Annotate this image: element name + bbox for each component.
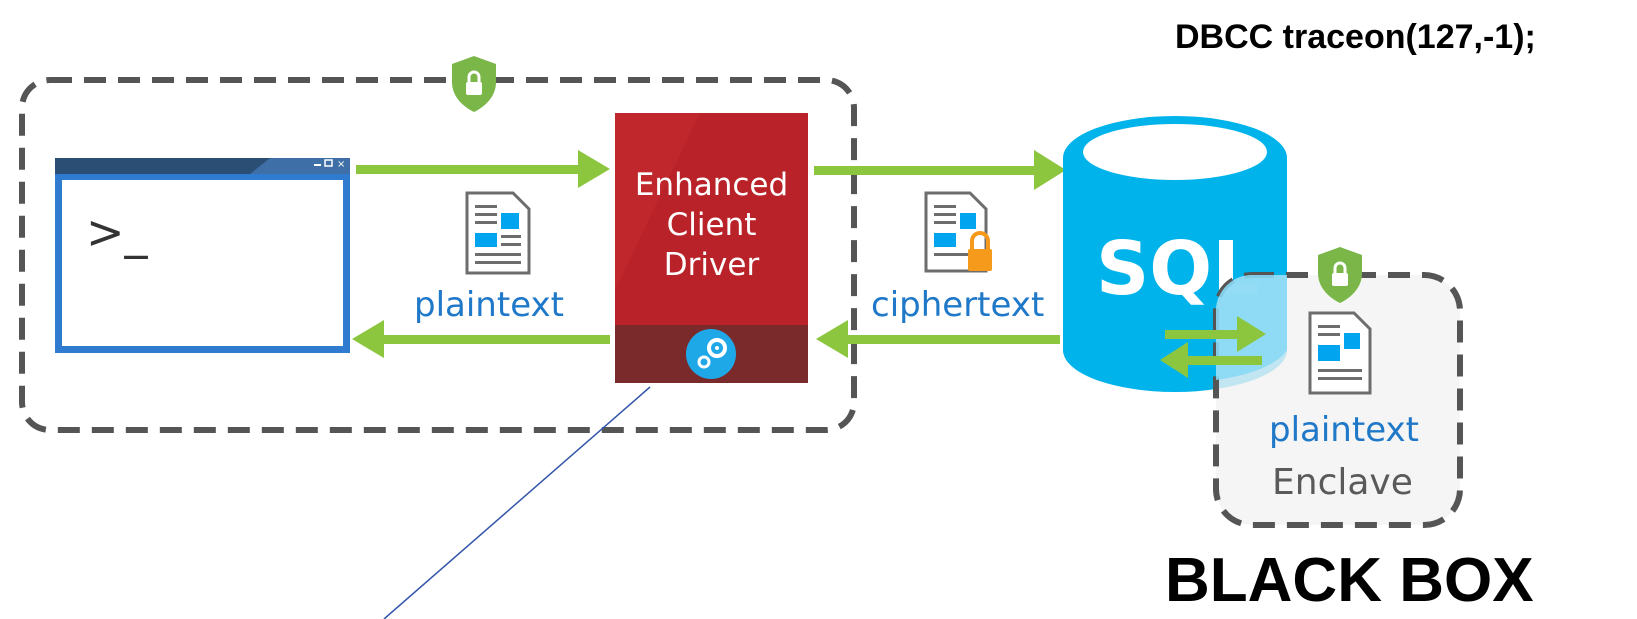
- terminal-window-icon: ×: [55, 158, 350, 353]
- driver-label-line3: Driver: [663, 247, 760, 283]
- driver-label: Enhanced Client Driver: [615, 165, 808, 285]
- shield-lock-icon: [452, 56, 496, 112]
- arrow-driver-to-client: [352, 320, 610, 358]
- gears-icon: [686, 329, 736, 379]
- arrow-driver-to-sql: [814, 150, 1066, 190]
- annotation-line: [383, 386, 651, 619]
- arrow-sql-to-driver: [816, 320, 1060, 358]
- document-icon: [465, 191, 531, 275]
- arrow-enclave-to-sql: [1160, 342, 1262, 378]
- plaintext-enclave-label: plaintext: [1269, 410, 1419, 450]
- arrow-sql-to-enclave: [1165, 316, 1266, 352]
- black-box-label: BLACK BOX: [1165, 546, 1534, 615]
- trace-command: DBCC traceon(127,-1);: [1175, 18, 1536, 56]
- arrow-client-to-driver: [356, 150, 610, 188]
- terminal-prompt: >_: [86, 205, 149, 259]
- document-icon: [1308, 311, 1372, 395]
- enclave-label: Enclave: [1272, 462, 1413, 503]
- svg-text:×: ×: [337, 159, 345, 170]
- shield-lock-icon: [1318, 247, 1362, 303]
- driver-label-line2: Client: [666, 207, 757, 243]
- plaintext-client-label: plaintext: [414, 285, 564, 325]
- driver-label-line1: Enhanced: [634, 167, 789, 203]
- client-boundary: [19, 77, 857, 433]
- ciphertext-label: ciphertext: [871, 285, 1045, 325]
- document-lock-icon: [924, 191, 992, 273]
